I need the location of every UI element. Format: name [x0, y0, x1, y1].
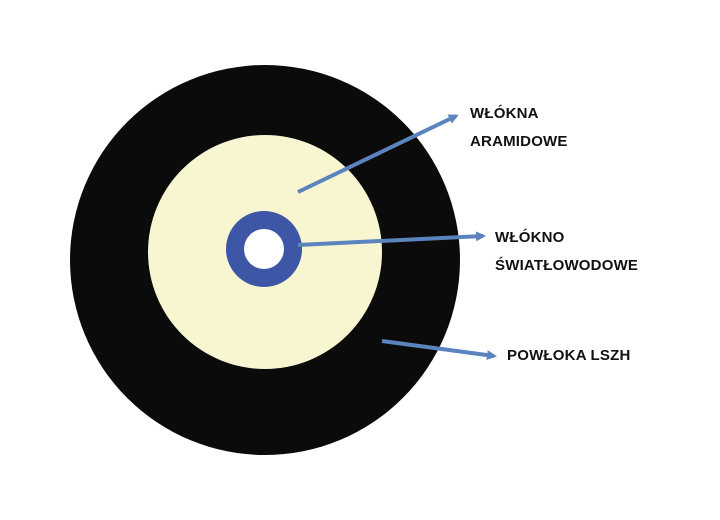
fiber-label-line1: WŁÓKNO — [495, 228, 565, 246]
aramid-label-line2: ARAMIDOWE — [470, 133, 568, 150]
jacket-label: POWŁOKA LSZH — [507, 347, 631, 364]
fiber-label-line2: ŚWIATŁOWODOWE — [495, 256, 638, 274]
fiber-arrow — [297, 231, 486, 247]
aramid-label-line1: WŁÓKNA — [470, 104, 539, 122]
jacket-arrow — [381, 339, 497, 361]
aramid-arrow — [297, 114, 459, 194]
optical-fiber-core — [244, 229, 284, 269]
